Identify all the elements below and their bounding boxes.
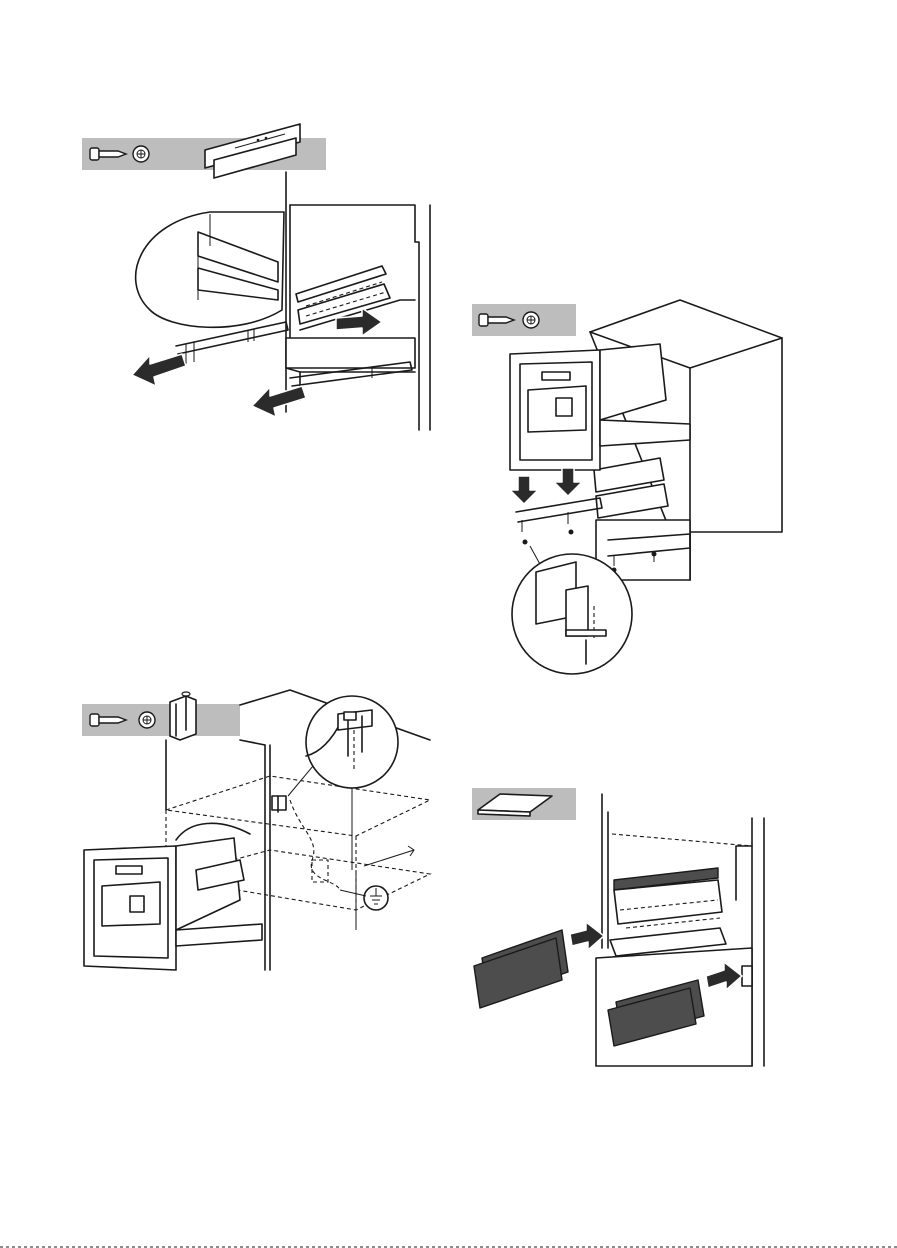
step-3-magnifier (288, 696, 398, 796)
down-arrow (510, 476, 538, 504)
cover-panel (474, 930, 568, 1008)
step-2-tool-bar (472, 304, 576, 336)
step-3-figure (82, 690, 430, 970)
pull-left-arrow (132, 354, 186, 386)
step-1-tool-bar (82, 124, 326, 178)
step-4-tool-bar (472, 788, 576, 820)
coffee-machine (84, 823, 262, 970)
step-4-figure (472, 788, 764, 1066)
pull-left-arrow (252, 386, 306, 417)
insert-arrow (570, 922, 604, 950)
phillips-screwdriver-icon (133, 146, 149, 162)
phillips-screwdriver-icon (139, 712, 155, 728)
step-1-figure (82, 124, 430, 430)
step-3-tool-bar (82, 692, 240, 740)
phillips-screwdriver-icon (523, 312, 539, 328)
step-2-figure (472, 300, 782, 674)
step-3-bracket (272, 796, 286, 812)
angle-bracket-icon (170, 692, 196, 740)
down-arrow (554, 468, 582, 496)
step-1-magnifier (136, 212, 284, 327)
